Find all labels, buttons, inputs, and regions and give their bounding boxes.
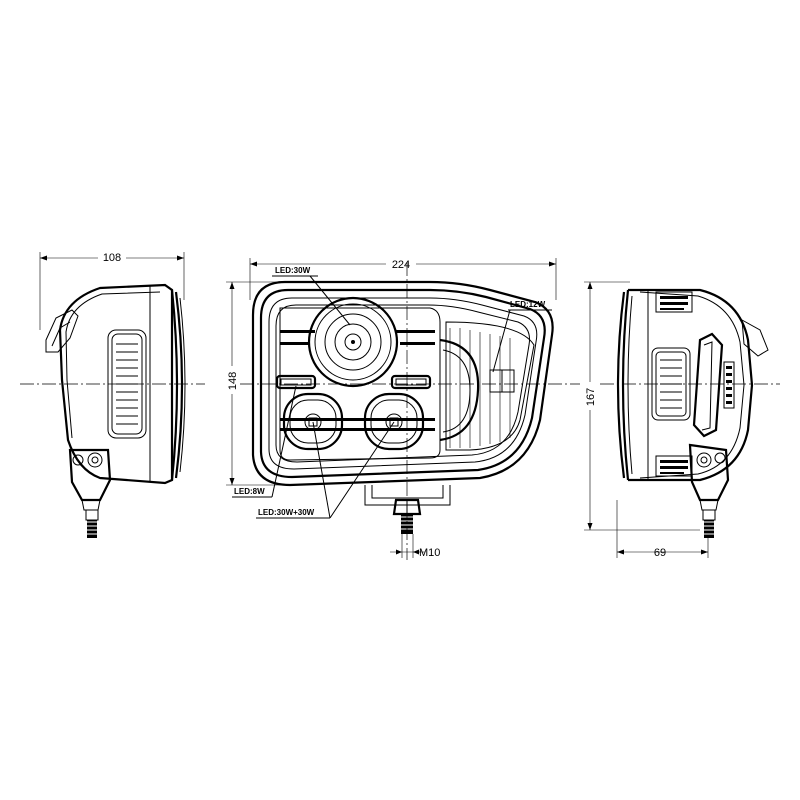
front-view: 224 148 <box>224 255 580 560</box>
dimension-side-width: 108 <box>39 249 185 330</box>
side-reflector <box>439 321 535 451</box>
front-width-label: 224 <box>392 259 410 271</box>
dimension-back-depth: 69 <box>616 500 709 559</box>
dimension-back-height: 167 <box>582 281 700 531</box>
dimension-front-height: 148 <box>224 281 300 486</box>
back-view: 167 69 <box>582 281 780 559</box>
led-module-left <box>282 392 344 451</box>
led-module-right <box>363 392 425 451</box>
thread-label: M10 <box>419 547 440 559</box>
side-view-left: 108 <box>20 249 205 538</box>
front-height-label: 148 <box>227 372 239 390</box>
label-led-pair: LED:30W+30W <box>258 508 315 517</box>
back-height-label: 167 <box>585 388 597 406</box>
side-width-label: 108 <box>103 252 121 264</box>
heatsink-fins <box>116 343 138 425</box>
back-depth-label: 69 <box>654 547 666 559</box>
label-led-drl: LED:8W <box>234 487 265 496</box>
dimension-front-width: 224 <box>249 255 557 300</box>
label-led-side: LED:12W <box>510 300 546 309</box>
label-led-main: LED:30W <box>275 266 311 275</box>
main-lens <box>307 296 399 388</box>
dimension-thread: M10 <box>390 534 440 559</box>
